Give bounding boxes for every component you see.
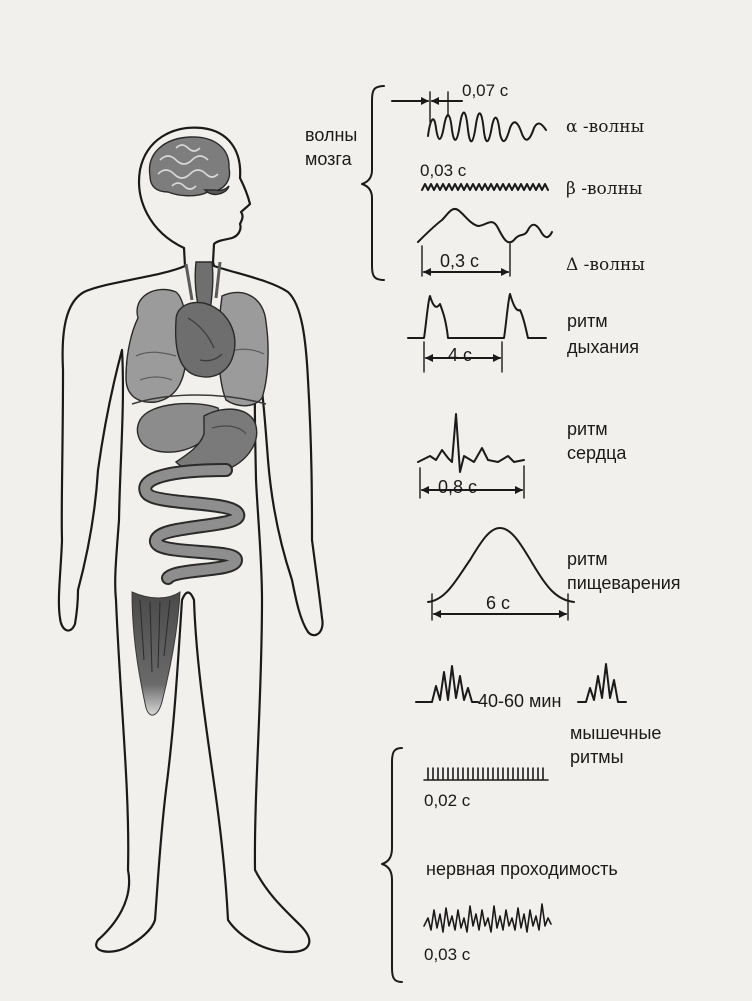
nerve-period-2-label: 0,03 с [424,944,470,966]
brain-waves-brace [362,86,384,280]
delta-period-label: 0,3 с [440,250,479,272]
digestion-label-line2: пищеварения [567,572,681,594]
digestion-wave [428,528,574,602]
delta-wave [418,209,552,242]
brain-icon [149,137,229,196]
muscle-label-line2: ритмы [570,746,624,768]
nerve-wave-2 [424,904,551,932]
beta-period-label: 0,03 с [420,160,466,182]
digestion-period-label: 6 с [486,592,510,614]
heart-period-label: 0,8 с [438,476,477,498]
organs [126,137,268,715]
muscle-label-line1: мышечные [570,722,661,744]
digestion-label-line1: ритм [567,548,608,570]
brain-waves-label-line1: волны [305,124,357,146]
muscle-period-label: 40-60 мин [478,690,561,712]
nerve-period-1-label: 0,02 с [424,790,470,812]
breathing-label-line2: дыхания [567,336,639,358]
beta-wave [422,184,548,190]
brain-waves-label-line2: мозга [305,148,352,170]
rectum-icon [132,592,180,715]
heart-label-line1: ритм [567,418,608,440]
nerve-conduction-label: нервная проходимость [426,858,618,880]
beta-wave-label: β -волны [566,178,642,200]
heart-wave [418,414,524,472]
human-body [59,128,323,952]
alpha-period-label: 0,07 с [462,80,508,102]
delta-wave-label: Δ -волны [566,254,645,276]
breathing-label-line1: ритм [567,310,608,332]
nerve-brace [382,748,402,982]
breathing-wave [408,294,546,338]
breathing-period-label: 4 с [448,344,472,366]
alpha-wave-label: α -волны [566,116,644,138]
nerve-wave-1 [424,768,548,780]
heart-label-line2: сердца [567,442,626,464]
alpha-wave [428,113,546,142]
intestines-icon [145,470,238,578]
